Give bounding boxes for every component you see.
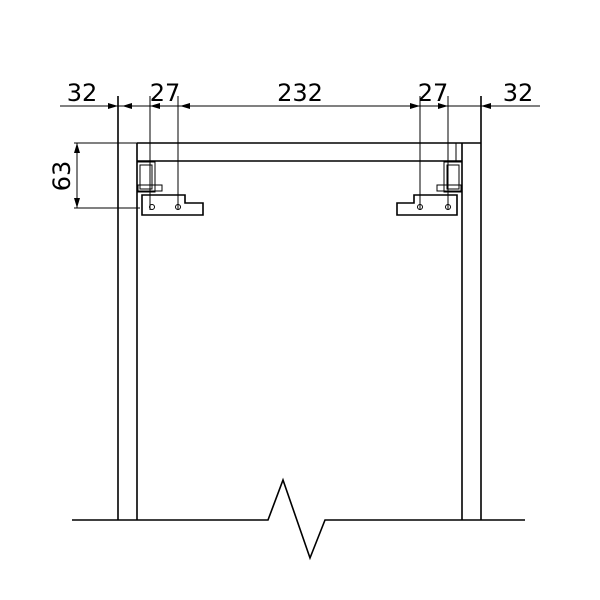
break-line bbox=[72, 477, 525, 561]
right-hinge bbox=[396, 161, 463, 216]
dim-left-hinge-spacing: 27 bbox=[150, 79, 181, 107]
dim-height: 63 bbox=[48, 161, 76, 192]
vertical-dimension: 63 bbox=[48, 142, 140, 209]
dim-right-hinge-spacing: 27 bbox=[418, 79, 449, 107]
top-panel bbox=[137, 142, 462, 162]
left-side-panel bbox=[117, 96, 138, 520]
dim-right-margin: 32 bbox=[503, 79, 534, 107]
dim-left-margin: 32 bbox=[67, 79, 98, 107]
dim-center-span: 232 bbox=[277, 79, 323, 107]
horizontal-dimension-chain: 32 27 232 27 32 bbox=[60, 79, 540, 210]
left-hinge bbox=[136, 161, 204, 216]
right-side-panel bbox=[461, 96, 482, 520]
